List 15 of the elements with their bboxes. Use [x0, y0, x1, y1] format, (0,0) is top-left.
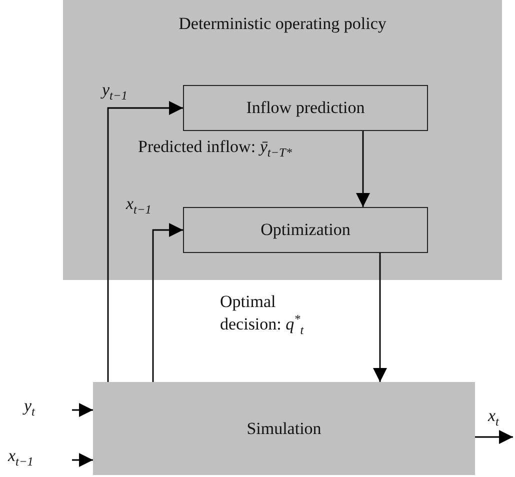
group-panel — [63, 0, 502, 280]
process-box — [183, 85, 428, 131]
node-label: Inflow prediction — [245, 98, 366, 118]
arrow — [356, 131, 370, 207]
arrow — [152, 223, 183, 382]
arrow — [373, 253, 387, 382]
node-label: Simulation — [246, 418, 322, 438]
arrow — [72, 453, 93, 467]
node-label: Optimization — [260, 220, 352, 240]
arrow — [475, 430, 513, 444]
process-box — [183, 207, 428, 253]
panel-title: Deterministic operating policy — [178, 14, 388, 34]
process-panel — [93, 382, 475, 475]
arrow — [107, 101, 183, 382]
arrow — [72, 403, 93, 417]
